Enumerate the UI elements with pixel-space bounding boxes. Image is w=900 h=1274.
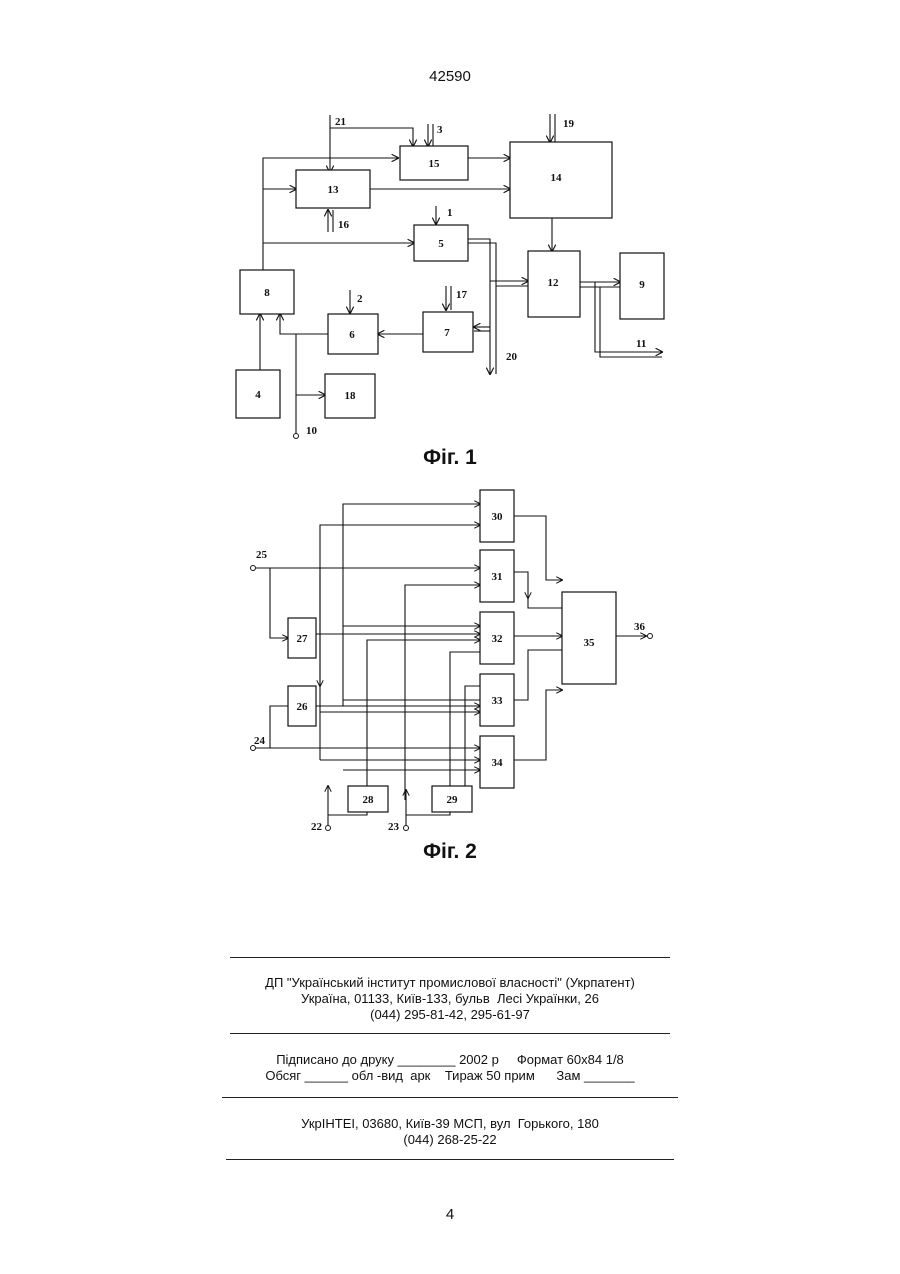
block-29-label: 29: [447, 794, 459, 806]
block-8-label: 8: [264, 287, 270, 299]
block-28-label: 28: [363, 794, 375, 806]
block-12-label: 12: [548, 277, 560, 289]
publisher-line-2: Україна, 01133, Київ-133, бульв Лесі Укр…: [0, 991, 900, 1007]
block-15-label: 15: [429, 158, 441, 170]
figure-2-block-labels: 30 31 32 33 34 35 27 26 28 29: [297, 511, 596, 806]
block-35-label: 35: [584, 637, 596, 649]
block-34-label: 34: [492, 757, 504, 769]
figure-2-diagram: 30 31 32 33 34 35 27 26 28 29 25 24 22 2…: [0, 480, 900, 840]
rule-3: [222, 1097, 678, 1098]
block-4-label: 4: [255, 389, 261, 401]
block-26-label: 26: [297, 701, 309, 713]
print-info-block: Підписано до друку ________ 2002 р Форма…: [0, 1052, 900, 1084]
figure-1-diagram: 15 14 13 5 12 9 8 7 6 4 18 21 3 19 16 1 …: [0, 0, 900, 445]
block-13-label: 14: [551, 172, 563, 184]
figure-1-blocks: [236, 142, 664, 418]
block-9-label: 9: [639, 279, 645, 291]
publisher-block: ДП "Український інститут промислової вла…: [0, 975, 900, 1023]
publisher-line-1: ДП "Український інститут промислової вла…: [0, 975, 900, 991]
printer-block: УкрІНТЕІ, 03680, Київ-39 МСП, вул Горько…: [0, 1116, 900, 1148]
printer-line-2: (044) 268-25-22: [0, 1132, 900, 1148]
signal-16-label: 16: [338, 219, 350, 231]
block-30-label: 30: [492, 511, 504, 523]
signal-24-label: 24: [254, 735, 266, 747]
block-5-label: 5: [438, 238, 444, 250]
signal-21-label: 21: [335, 116, 346, 128]
signal-36-label: 36: [634, 621, 646, 633]
signal-19-label: 19: [563, 118, 575, 130]
signal-2-label: 2: [357, 293, 363, 305]
rule-4: [226, 1159, 674, 1160]
block-7-label: 7: [444, 327, 450, 339]
printer-line-1: УкрІНТЕІ, 03680, Київ-39 МСП, вул Горько…: [0, 1116, 900, 1132]
figure-1-caption: Фіг. 1: [0, 446, 900, 470]
signal-10-label: 10: [306, 425, 318, 437]
signal-25-label: 25: [256, 549, 268, 561]
page-number: 4: [0, 1206, 900, 1223]
signal-22-label: 22: [311, 821, 323, 833]
signal-1-label: 1: [447, 207, 453, 219]
signal-3-label: 3: [437, 124, 443, 136]
block-18-label: 18: [345, 390, 357, 402]
block-6-label: 6: [349, 329, 355, 341]
block-14-label: 13: [328, 184, 340, 196]
rule-1: [230, 957, 670, 958]
rule-2: [230, 1033, 670, 1034]
figure-2-blocks: [288, 490, 616, 812]
block-31-label: 31: [492, 571, 503, 583]
signal-17-label: 17: [456, 289, 468, 301]
block-27-label: 27: [297, 633, 309, 645]
publisher-line-3: (044) 295-81-42, 295-61-97: [0, 1007, 900, 1023]
print-info-line-1: Підписано до друку ________ 2002 р Форма…: [0, 1052, 900, 1068]
signal-11-label: 11: [636, 338, 646, 350]
signal-23-label: 23: [388, 821, 400, 833]
block-33-label: 33: [492, 695, 504, 707]
block-32-label: 32: [492, 633, 504, 645]
signal-20-label: 20: [506, 351, 518, 363]
print-info-line-2: Обсяг ______ обл -вид арк Тираж 50 прим …: [0, 1068, 900, 1084]
figure-2-caption: Фіг. 2: [0, 840, 900, 864]
